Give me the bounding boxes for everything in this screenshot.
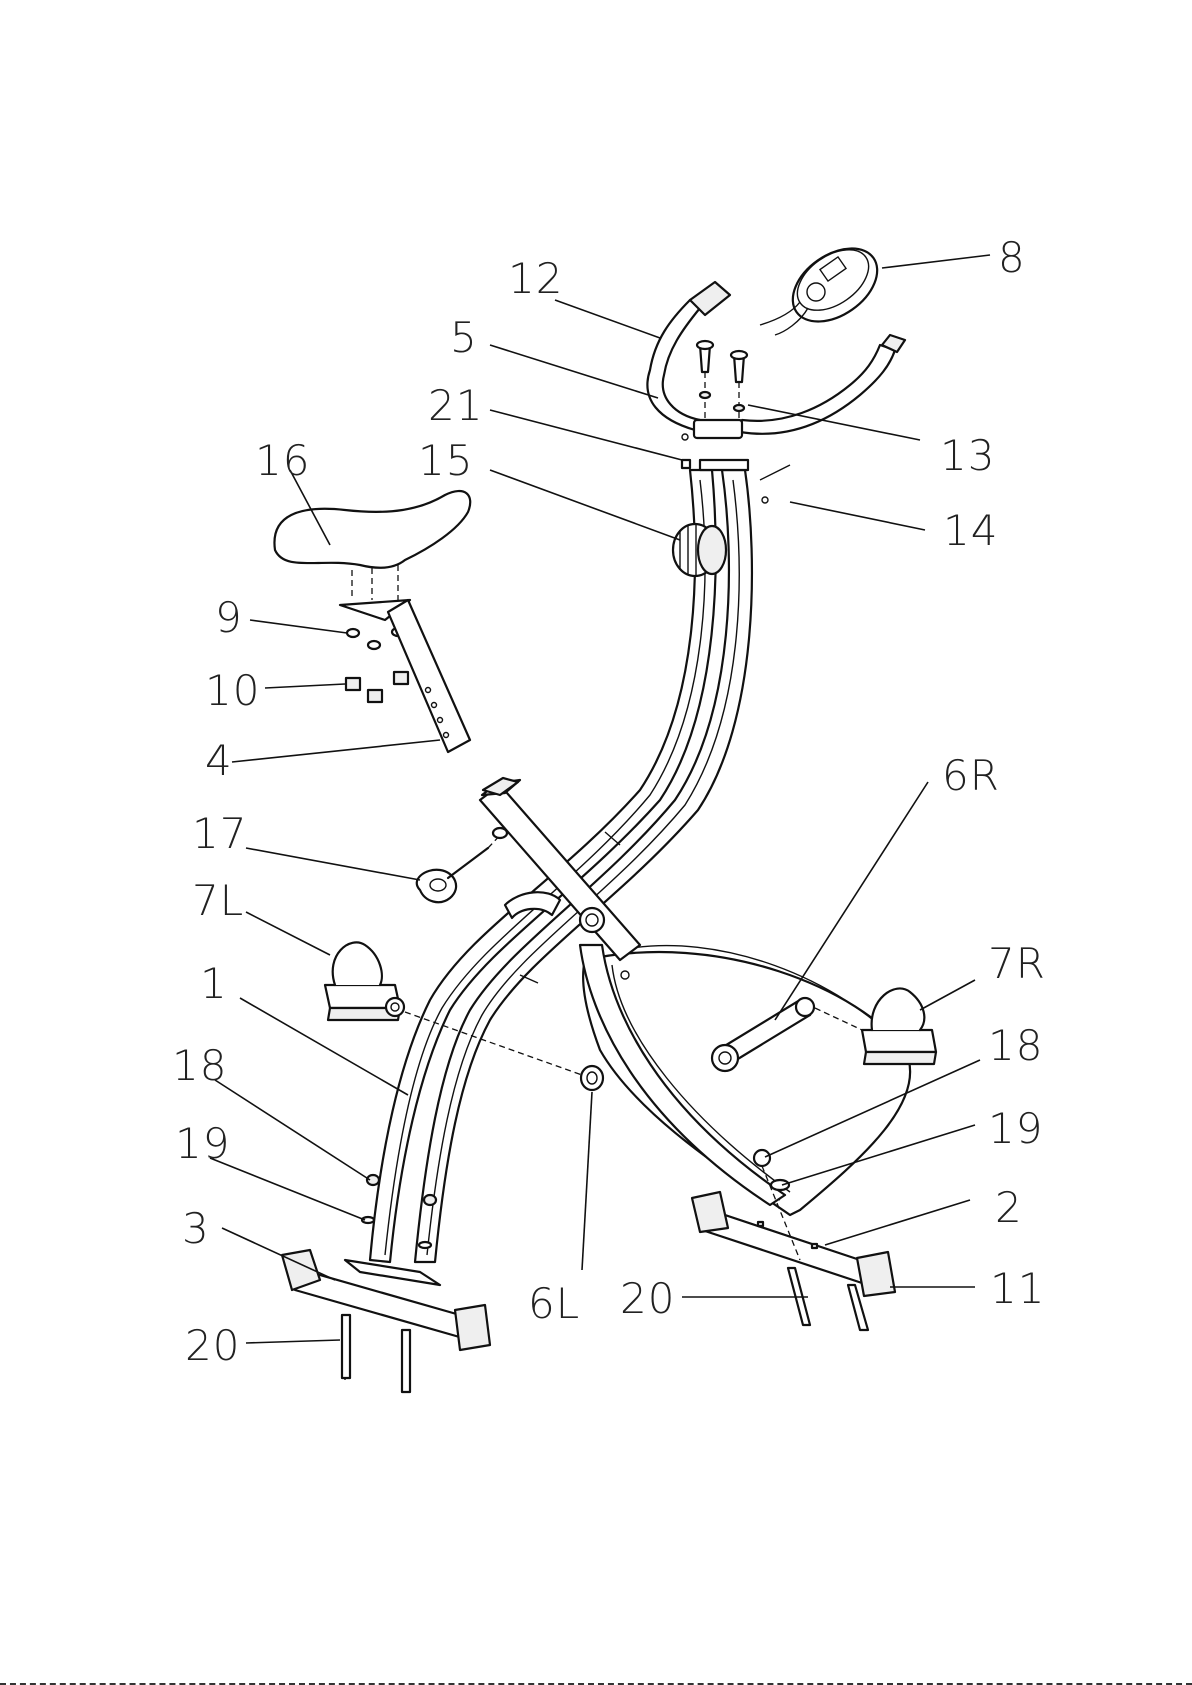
callout-8: 8: [998, 233, 1026, 282]
callout-18-front: 18: [172, 1041, 227, 1090]
seat: [274, 491, 470, 568]
callout-13: 13: [940, 431, 995, 480]
callout-7R: 7R: [988, 939, 1046, 988]
callout-4: 4: [205, 736, 233, 785]
front-stabilizer: [282, 1250, 490, 1392]
callout-19-rear: 19: [988, 1104, 1043, 1153]
callout-9: 9: [215, 593, 243, 642]
handlebar: [647, 282, 905, 470]
callout-11: 11: [990, 1264, 1045, 1313]
callout-10: 10: [205, 666, 260, 715]
callout-15: 15: [418, 436, 473, 485]
left-crank: [581, 1066, 603, 1090]
right-pedal: [862, 988, 936, 1064]
callout-16: 16: [255, 436, 310, 485]
leader-lines: [210, 255, 990, 1343]
callout-2: 2: [995, 1183, 1023, 1232]
screw-21: [682, 460, 690, 468]
callout-21: 21: [428, 381, 483, 430]
callout-20-rear: 20: [620, 1274, 675, 1323]
callout-5: 5: [450, 313, 478, 362]
callout-3: 3: [182, 1204, 210, 1253]
callout-7L: 7L: [192, 876, 244, 925]
callout-19-front: 19: [175, 1119, 230, 1168]
sensor-wire: [760, 465, 790, 503]
computer-console: [760, 233, 891, 336]
handlebar-bolts: [697, 341, 747, 420]
callout-12: 12: [508, 254, 563, 303]
callout-20-front: 20: [185, 1321, 240, 1370]
callout-6R: 6R: [942, 751, 1000, 800]
callout-18-rear: 18: [988, 1021, 1043, 1070]
callout-6L: 6L: [528, 1279, 580, 1328]
callout-14: 14: [943, 506, 998, 555]
callout-1: 1: [200, 959, 228, 1008]
callout-17: 17: [192, 809, 247, 858]
left-pedal: [325, 942, 404, 1020]
tension-knob: [673, 524, 726, 576]
adjustment-knob: [417, 828, 507, 902]
